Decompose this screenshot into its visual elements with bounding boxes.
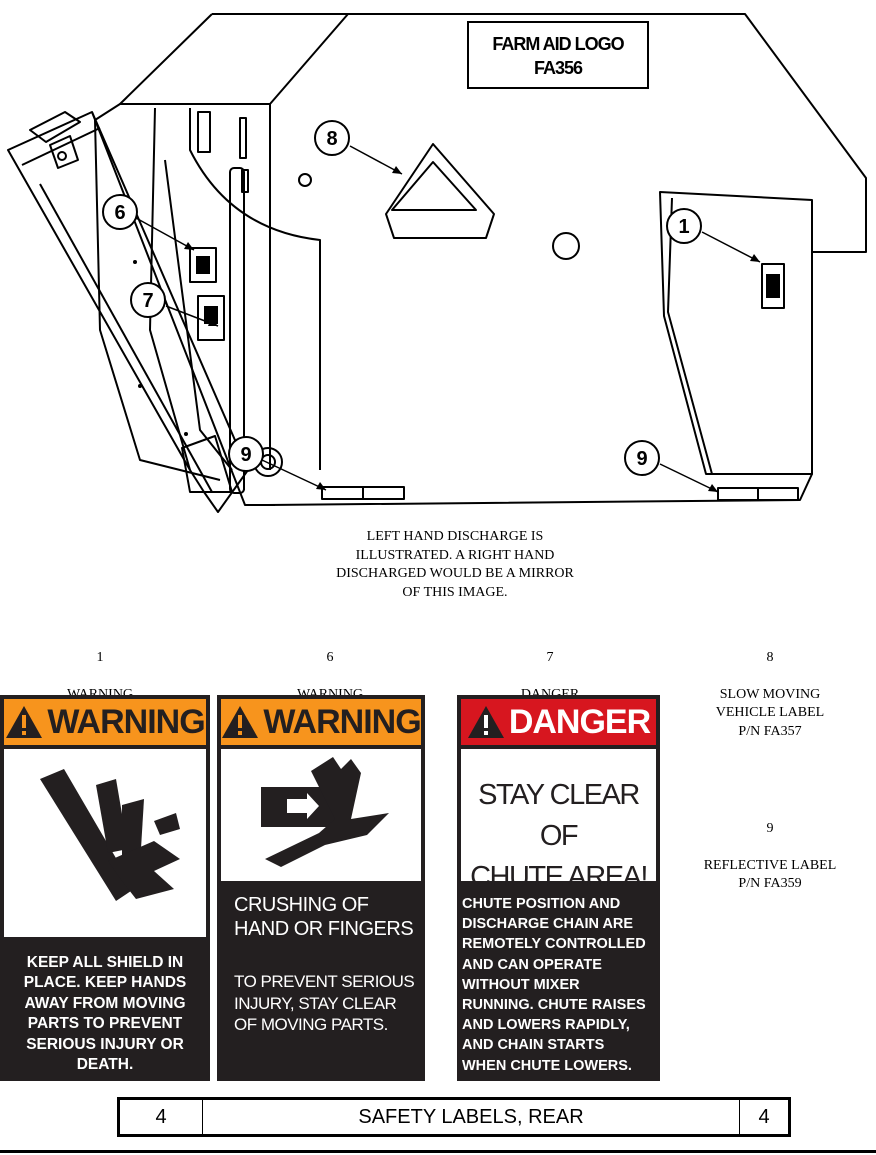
label-num-6: 6	[326, 649, 334, 665]
callout-6-text: 6	[114, 202, 125, 224]
logo-line1: FARM AID LOGO	[492, 34, 624, 54]
callout-9a-text: 9	[240, 444, 251, 466]
callout-9a	[228, 436, 264, 472]
decal-title: CRUSHING OF HAND OR FINGERS	[234, 894, 414, 940]
footer-title: SAFETY LABELS, REAR	[358, 1105, 584, 1128]
illustration-note: LEFT HAND DISCHARGE IS ILLUSTRATED. A RI…	[336, 529, 574, 600]
decal-warning-crushing: WARNING CRUSHING OF HAND OR FINGERS TO P…	[217, 695, 425, 1081]
label-num-9: 9	[766, 820, 774, 836]
logo-box	[467, 21, 649, 89]
decal-header: WARNING	[221, 699, 422, 745]
warning-triangle-icon	[222, 706, 259, 738]
callout-9b	[624, 440, 660, 476]
decal-warning-shields: WARNING KEEP ALL SHIELD IN PLACE. KEEP H…	[0, 695, 210, 1081]
callout-6	[102, 194, 138, 230]
callout-7-text: 7	[142, 290, 153, 312]
logo-line2: FA356	[534, 58, 583, 78]
label-num-1: 1	[96, 649, 104, 665]
callout-1	[666, 208, 702, 244]
smv-emblem	[385, 143, 495, 239]
decal-danger-chute: DANGER STAY CLEAR OF CHUTE AREA! CHUTE P…	[457, 695, 660, 1081]
danger-triangle-icon	[467, 706, 504, 738]
right-side-panel	[659, 191, 813, 475]
decal-pictogram	[221, 749, 421, 881]
label-caption-9: 9 REFLECTIVE LABEL P/N FA359	[688, 801, 852, 912]
hand-crush-icon	[261, 757, 389, 867]
decal-header-text: DANGER	[508, 702, 651, 741]
decal-header-text: WARNING	[47, 702, 205, 741]
decal-big-text-area: STAY CLEAR OF CHUTE AREA!	[461, 749, 656, 893]
decal-pictogram	[4, 749, 206, 937]
decal-header: WARNING	[4, 699, 206, 745]
warning-triangle-icon	[6, 706, 43, 738]
callout-1-text: 1	[678, 216, 689, 238]
label-text-9: REFLECTIVE LABEL P/N FA359	[703, 857, 837, 892]
decal-message: TO PREVENT SERIOUS INJURY, STAY CLEAR OF…	[234, 972, 415, 1034]
decal-message: CHUTE POSITION AND DISCHARGE CHAIN ARE R…	[462, 896, 646, 1074]
footer-page-number: 4	[739, 1100, 788, 1134]
callout-9b-text: 9	[636, 448, 647, 470]
callout-8	[314, 120, 350, 156]
label-text-8: SLOW MOVING VEHICLE LABEL P/N FA357	[715, 686, 825, 739]
label-num-7: 7	[546, 649, 554, 665]
machine-body-outline	[212, 13, 867, 506]
machine-rear-diagram: FARM AID LOGO FA356 8 1 6 7 9 9	[7, 13, 867, 513]
footer-section-number: 4	[120, 1100, 203, 1134]
label-caption-8: 8 SLOW MOVING VEHICLE LABEL P/N FA357	[688, 630, 852, 760]
page-footer: 4 SAFETY LABELS, REAR 4	[117, 1097, 791, 1137]
callout-7	[130, 282, 166, 318]
decal-big-text: STAY CLEAR OF CHUTE AREA!	[470, 779, 648, 893]
bottom-rule	[0, 1150, 876, 1153]
decal-message: KEEP ALL SHIELD IN PLACE. KEEP HANDS AWA…	[23, 954, 187, 1074]
callout-8-text: 8	[326, 128, 337, 150]
hand-entanglement-icon	[40, 769, 180, 901]
label-num-8: 8	[766, 649, 774, 665]
decal-header-text: WARNING	[263, 702, 421, 741]
decal-header: DANGER	[461, 699, 656, 745]
